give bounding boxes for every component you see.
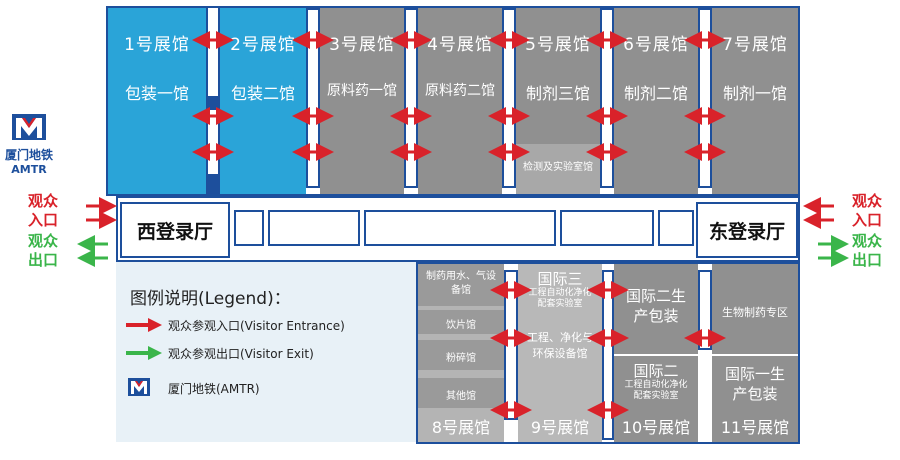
hall-9-top-title: 国际三	[537, 270, 583, 288]
hall-separator	[602, 270, 614, 440]
hall-3-name: 3号展馆	[329, 35, 395, 55]
corridor-cell	[560, 210, 654, 246]
hall-6-sub: 制剂二馆	[623, 84, 688, 103]
right-entrance-label: 观众入口	[852, 192, 883, 229]
hall-10-name: 10号展馆	[621, 418, 691, 437]
gap-block	[206, 174, 220, 194]
east-lobby[interactable]: 东登录厅	[696, 202, 798, 258]
hall-5-sub: 制剂三馆	[525, 84, 590, 103]
legend-amtr-label: 厦门地铁(AMTR)	[168, 382, 260, 396]
hall-9-mid: 工程、净化与环保设备馆	[527, 331, 593, 360]
hall-2-name: 2号展馆	[230, 35, 296, 55]
hall-7[interactable]: 7号展馆 制剂一馆	[712, 8, 798, 194]
hall-9-name: 9号展馆	[530, 418, 590, 437]
metro-m-icon	[12, 114, 46, 140]
hall-8[interactable]: 制药用水、气设备馆 饮片馆 粉碎馆 其他馆 8号展馆	[418, 264, 504, 442]
corridor-cell	[268, 210, 360, 246]
legend-panel: 图例说明(Legend)： 观众参观入口(Visitor Entrance) 观…	[116, 262, 416, 442]
hall-10-divider	[614, 354, 698, 356]
amtr-logo: 厦门地铁 AMTR	[0, 112, 58, 176]
hall-3-sub: 原料药一馆	[327, 83, 397, 99]
hall-7-sub: 制剂一馆	[722, 84, 787, 103]
legend-title: 图例说明(Legend)：	[130, 289, 291, 309]
corridor-cell	[658, 210, 694, 246]
hall-11-divider	[712, 354, 798, 356]
west-lobby[interactable]: 西登录厅	[120, 202, 230, 258]
hall-1-name: 1号展馆	[124, 35, 190, 55]
hall-5-name: 5号展馆	[525, 35, 591, 55]
hall-2-sub: 包装二馆	[230, 84, 295, 103]
hall-5-lab-zone: 检测及实验室馆	[516, 144, 600, 194]
hall-11[interactable]: 生物制药专区 国际一生产包装 11号展馆	[712, 264, 798, 442]
hall-4-name: 4号展馆	[427, 35, 493, 55]
hall-11-bottom: 国际一生产包装	[724, 365, 785, 403]
hall-8-zone-water-gas: 制药用水、气设备馆	[418, 264, 504, 306]
hall-1-sub: 包装一馆	[124, 84, 189, 103]
red-arrow-icon	[126, 318, 162, 332]
hall-10-top: 国际二生产包装	[625, 287, 686, 325]
logo-text-en: AMTR	[11, 163, 47, 176]
hall-7-name: 7号展馆	[722, 35, 788, 55]
hall-10-bottom-title: 国际二	[633, 362, 679, 380]
hall-2[interactable]: 2号展馆 包装二馆	[220, 8, 306, 194]
hall-8-zone-crushing: 粉碎馆	[418, 340, 504, 370]
gap-block	[206, 96, 220, 110]
corridor-cell	[234, 210, 264, 246]
hall-8-name: 8号展馆	[431, 418, 491, 437]
green-arrow-icon	[126, 346, 162, 360]
hall-9-top-sub: 工程自动化净化配套实验室	[528, 288, 592, 309]
corridor-cell	[364, 210, 556, 246]
hall-8-zone-other: 其他馆	[418, 378, 504, 408]
hall-11-top: 生物制药专区	[722, 306, 788, 319]
hall-4-sub: 原料药二馆	[425, 83, 495, 99]
hall-8-zone-slices: 饮片馆	[418, 310, 504, 334]
right-exit-label: 观众出口	[852, 232, 883, 269]
hall-11-name: 11号展馆	[720, 418, 790, 437]
legend-entrance-label: 观众参观入口(Visitor Entrance)	[168, 319, 345, 333]
legend-exit-label: 观众参观出口(Visitor Exit)	[168, 347, 314, 361]
hall-1[interactable]: 1号展馆 包装一馆	[108, 8, 206, 194]
logo-text-cn: 厦门地铁	[4, 148, 53, 162]
hall-10-bottom-sub: 工程自动化净化配套实验室	[624, 380, 688, 401]
amtr-logo-icon	[128, 378, 150, 396]
left-entrance-label: 观众入口	[28, 192, 59, 229]
left-exit-label: 观众出口	[28, 232, 59, 269]
hall-5[interactable]: 5号展馆 制剂三馆 检测及实验室馆	[516, 8, 600, 194]
hall-6-name: 6号展馆	[623, 35, 689, 55]
